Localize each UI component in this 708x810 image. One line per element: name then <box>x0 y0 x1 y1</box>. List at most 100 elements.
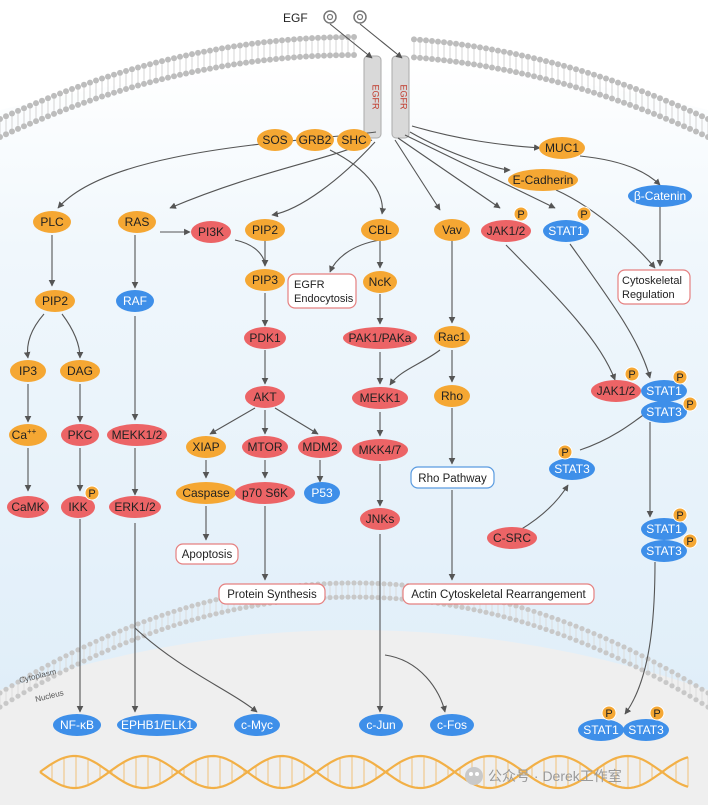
node-label: CaMK <box>11 500 44 514</box>
phospho-badge: P <box>672 507 688 523</box>
svg-text:Apoptosis: Apoptosis <box>182 549 233 561</box>
node-label: DAG <box>67 364 93 378</box>
node-erk: ERK1/2 <box>109 496 161 518</box>
node-mtor: MTOR <box>242 436 288 458</box>
node-label: MEKK1/2 <box>112 428 163 442</box>
node-label: P53 <box>311 486 333 500</box>
node-label: STAT1 <box>583 723 619 737</box>
svg-text:P: P <box>88 488 95 500</box>
node-label: CBL <box>368 223 392 237</box>
svg-text:Rho Pathway: Rho Pathway <box>418 473 487 485</box>
phospho-badge: P <box>557 444 573 460</box>
node-csrc: C-SRC <box>487 527 537 549</box>
node-cjun: c-Jun <box>359 714 403 736</box>
node-label: NF-κB <box>60 718 94 732</box>
egfr-receptor-right: EGFR <box>391 55 410 139</box>
node-label: GRB2 <box>299 133 332 147</box>
node-label: MTOR <box>247 440 282 454</box>
phospho-badge: P <box>601 705 617 721</box>
node-label: NcK <box>369 275 392 289</box>
node-ecad: E-Cadherin <box>508 169 578 191</box>
node-jnks: JNKs <box>360 508 400 530</box>
node-label: PDK1 <box>249 331 281 345</box>
node-stat1pair2: STAT1 <box>641 518 687 540</box>
phospho-badge: P <box>682 396 698 412</box>
svg-text:P: P <box>605 708 612 720</box>
egfr-receptor-left: EGFR <box>363 55 382 139</box>
node-cmyc: c-Myc <box>234 714 280 736</box>
box-cytoskeletal-regulation: Cytoskeletal Regulation <box>617 269 691 305</box>
phospho-badge: P <box>624 366 640 382</box>
node-p70: p70 S6K <box>235 482 295 504</box>
node-dag: DAG <box>60 360 100 382</box>
box-rho-pathway: Rho Pathway <box>410 466 495 489</box>
svg-text:EGFR: EGFR <box>399 84 409 110</box>
svg-text:P: P <box>580 209 587 221</box>
node-label: c-Myc <box>241 718 273 732</box>
svg-text:Protein Synthesis: Protein Synthesis <box>227 589 317 601</box>
node-label: MEKK1 <box>360 391 401 405</box>
node-pip3: PIP3 <box>245 269 285 291</box>
node-ip3: IP3 <box>10 360 46 382</box>
node-label: JAK1/2 <box>597 384 636 398</box>
node-label: STAT1 <box>548 224 584 238</box>
node-label: C-SRC <box>493 531 531 545</box>
node-label: STAT1 <box>646 384 682 398</box>
svg-text:EGFR: EGFR <box>371 84 381 110</box>
phospho-badge: P <box>576 206 592 222</box>
node-plc: PLC <box>33 211 71 233</box>
node-jak2: JAK1/2 <box>591 380 641 402</box>
egf-ligand-icon <box>323 10 367 24</box>
node-ras: RAS <box>118 211 156 233</box>
svg-text:P: P <box>517 209 524 221</box>
node-camk: CaMK <box>7 496 49 518</box>
node-label: AKT <box>253 390 277 404</box>
svg-text:P: P <box>676 372 683 384</box>
svg-text:Endocytosis: Endocytosis <box>294 293 354 305</box>
phospho-badge: P <box>649 705 665 721</box>
node-label: IP3 <box>19 364 37 378</box>
node-cbl: CBL <box>361 219 399 241</box>
svg-text:EGFR: EGFR <box>294 279 325 291</box>
node-label: MUC1 <box>545 141 579 155</box>
svg-text:P: P <box>653 708 660 720</box>
svg-text:P: P <box>676 510 683 522</box>
watermark: 公众号 · Derek工作室 <box>465 767 622 785</box>
svg-text:Cytoskeletal: Cytoskeletal <box>622 275 682 287</box>
node-label: JNKs <box>366 512 395 526</box>
node-label: STAT3 <box>646 544 682 558</box>
node-label: JAK1/2 <box>487 224 526 238</box>
node-mekk12: MEKK1/2 <box>107 424 167 446</box>
node-label: Rho <box>441 389 463 403</box>
node-pip2a: PIP2 <box>35 290 75 312</box>
node-label: STAT3 <box>554 462 590 476</box>
node-label: Caspase <box>182 486 230 500</box>
node-label: Vav <box>442 223 462 237</box>
box-actin-rearrangement: Actin Cytoskeletal Rearrangement <box>402 583 595 605</box>
dna-helix <box>39 754 689 790</box>
node-pak: PAK1/PAKa <box>343 327 417 349</box>
nucleus-area <box>0 630 708 805</box>
node-ephb1: EPHB1/ELK1 <box>117 714 197 736</box>
node-label: p70 S6K <box>242 486 288 500</box>
node-jak: JAK1/2 <box>481 220 531 242</box>
node-shc: SHC <box>337 129 371 151</box>
node-label: ERK1/2 <box>114 500 156 514</box>
box-protein-synthesis: Protein Synthesis <box>218 583 326 605</box>
node-stat3pair: STAT3 <box>641 401 687 423</box>
phospho-badge: P <box>84 485 100 501</box>
node-caspase: Caspase <box>176 482 236 504</box>
node-label: β-Catenin <box>634 189 686 203</box>
node-akt: AKT <box>245 386 285 408</box>
svg-text:P: P <box>686 536 693 548</box>
node-label: Rac1 <box>438 330 466 344</box>
node-stat3pair2: STAT3 <box>641 540 687 562</box>
node-vav: Vav <box>434 219 470 241</box>
node-label: MDM2 <box>302 440 338 454</box>
node-label: PI3K <box>198 225 224 239</box>
box-apoptosis: Apoptosis <box>175 543 239 565</box>
node-label: E-Cadherin <box>513 173 574 187</box>
